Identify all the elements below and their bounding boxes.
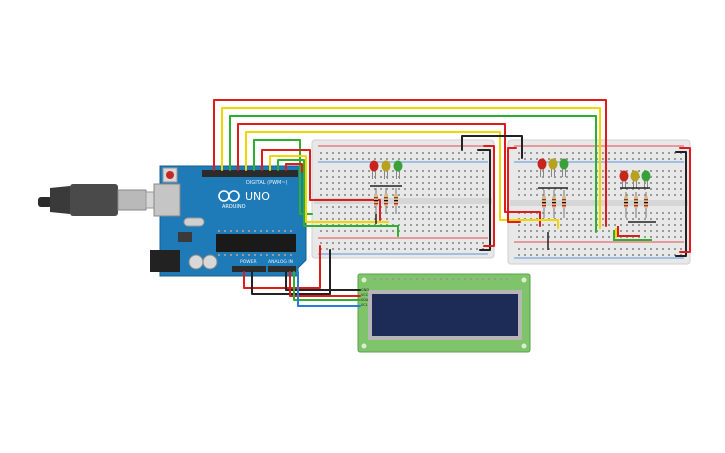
lcd-pin-vcc: VCC [361, 293, 369, 297]
lcd-16x2[interactable]: GND VCC SDA SCL [357, 273, 531, 353]
traffic-light-3[interactable] [613, 170, 656, 241]
led-green[interactable] [559, 158, 569, 178]
led-red[interactable] [537, 158, 547, 178]
crystal [183, 217, 205, 227]
atmega-chip [216, 234, 296, 252]
breadboard-1[interactable] [311, 139, 495, 259]
wire-red-lcd-vcc[interactable] [289, 271, 361, 297]
lcd-pin-scl: SCL [361, 303, 368, 307]
wire-red-mid[interactable] [237, 123, 541, 227]
resistor[interactable] [374, 188, 378, 214]
power-jack [150, 250, 180, 272]
wire-yellow-long[interactable] [221, 107, 601, 229]
usb-cable[interactable] [38, 184, 161, 216]
led-green[interactable] [393, 160, 403, 180]
brand-label: ARDUINO [222, 204, 246, 210]
resistor[interactable] [634, 192, 638, 218]
resistor[interactable] [644, 192, 648, 218]
wire-red-led[interactable] [617, 226, 640, 237]
wire-red-long[interactable] [213, 99, 607, 227]
wire-red-bb2-left[interactable] [507, 147, 521, 223]
wire-green-led[interactable] [613, 230, 652, 241]
wire-green-short[interactable] [277, 159, 399, 237]
traffic-light-2[interactable] [537, 158, 569, 251]
capacitor [188, 254, 204, 270]
lcd-screen [372, 294, 518, 336]
led-yellow[interactable] [548, 158, 558, 178]
wire-blue-lcd-scl[interactable] [297, 271, 361, 307]
resistor[interactable] [384, 188, 388, 214]
digital-label: DIGITAL (PWM~) [246, 180, 288, 186]
wire-black-bridge-top[interactable] [461, 135, 523, 159]
analog-header[interactable] [268, 266, 296, 272]
analog-label: ANALOG IN [268, 259, 293, 265]
usb-port [153, 183, 181, 217]
arduino-uno-board[interactable]: DIGITAL (PWM~) ARDUINO UNO POWER ANALOG … [150, 165, 307, 277]
led-green[interactable] [641, 170, 651, 190]
wire-green-lcd-sda[interactable] [293, 271, 361, 301]
wire-green-long[interactable] [229, 115, 597, 233]
power-header[interactable] [232, 266, 266, 272]
wire-black-bb2-right[interactable] [675, 151, 687, 257]
lcd-pin-sda: SDA [361, 298, 369, 302]
arduino-logo [218, 190, 240, 202]
resistor[interactable] [562, 190, 566, 218]
traffic-light-1[interactable] [369, 160, 403, 225]
led-red[interactable] [619, 170, 629, 190]
resistor[interactable] [552, 190, 556, 218]
usb-chip [178, 232, 192, 242]
resistor[interactable] [624, 192, 628, 218]
wire-yellow-short[interactable] [269, 155, 389, 223]
led-yellow[interactable] [381, 160, 391, 180]
power-label: POWER [240, 259, 257, 265]
wire-red-short[interactable] [261, 149, 381, 221]
resistor[interactable] [542, 190, 546, 218]
led-yellow[interactable] [630, 170, 640, 190]
wire-red-power[interactable] [243, 245, 321, 289]
digital-header[interactable] [202, 170, 298, 177]
wire-red-bb2-right[interactable] [679, 147, 691, 253]
wire-black-lcd-gnd[interactable] [285, 271, 361, 291]
reset-button-cap[interactable] [166, 171, 174, 179]
capacitor [202, 254, 218, 270]
wire-red-bb1-right[interactable] [483, 145, 495, 247]
wire-yellow-mid[interactable] [245, 131, 559, 229]
resistor[interactable] [394, 188, 398, 214]
led-red[interactable] [369, 160, 379, 180]
board-label: UNO [245, 190, 270, 203]
wire-red-short-2[interactable] [285, 163, 303, 173]
lcd-pin-gnd: GND [361, 288, 369, 292]
wire-black-bb1-right[interactable] [477, 149, 491, 251]
